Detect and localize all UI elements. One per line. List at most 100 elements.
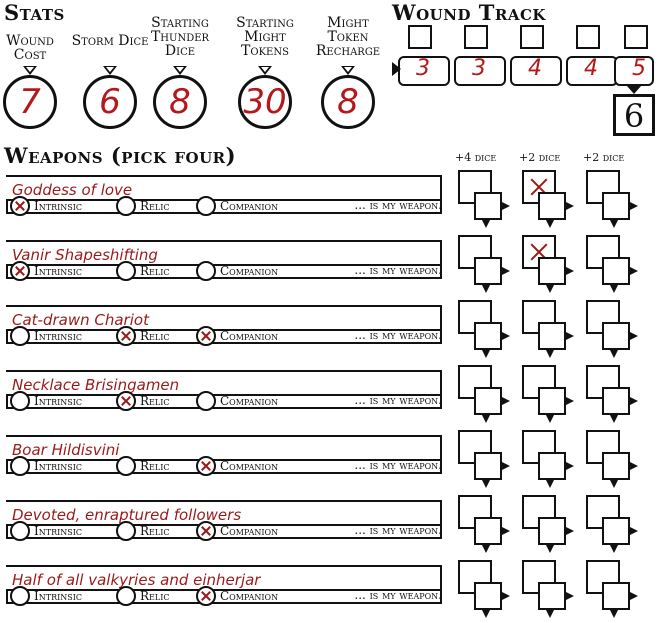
weapon-type-option[interactable]: Companion — [196, 391, 278, 411]
weapon-type-option[interactable]: Intrinsic — [10, 521, 82, 541]
weapon-type-label: Companion — [220, 459, 279, 473]
spike-icon — [546, 220, 554, 228]
wound-track-checkbox[interactable] — [464, 25, 488, 49]
weapon-type-option[interactable]: Companion — [196, 196, 278, 216]
stat-circle[interactable]: 8 — [321, 75, 375, 129]
weapon-type-option[interactable]: Intrinsic — [10, 391, 82, 411]
stat-circle[interactable]: 7 — [3, 75, 57, 129]
weapon-name-field[interactable]: Half of all valkyries and einherjar — [6, 565, 442, 603]
weapon-divider — [6, 200, 442, 214]
dice-checkbox-secondary[interactable] — [602, 517, 630, 545]
weapon-type-option[interactable]: Relic — [116, 261, 169, 281]
wound-track-checkbox[interactable] — [408, 25, 432, 49]
dice-checkbox-secondary[interactable] — [538, 257, 566, 285]
start-arrow-icon — [392, 62, 401, 76]
dice-checkbox-secondary[interactable] — [474, 257, 502, 285]
spike-icon — [610, 285, 618, 293]
weapon-type-option[interactable]: Intrinsic — [10, 261, 82, 281]
dice-checkbox-secondary[interactable] — [474, 322, 502, 350]
stat-value: 30 — [243, 82, 287, 122]
spike-icon — [630, 267, 638, 275]
spike-icon — [546, 610, 554, 618]
weapon-type-option[interactable]: Relic — [116, 586, 169, 606]
weapon-name-field[interactable]: Cat-drawn Chariot — [6, 305, 442, 343]
wound-track-value: 3 — [472, 56, 486, 81]
spike-icon — [630, 462, 638, 470]
weapon-type-option[interactable]: Intrinsic — [10, 326, 82, 346]
weapon-type-option[interactable]: Companion — [196, 521, 278, 541]
dice-checkbox-secondary[interactable] — [474, 517, 502, 545]
spike-icon — [546, 350, 554, 358]
dice-checkbox-secondary[interactable] — [602, 452, 630, 480]
wound-track-checkbox[interactable] — [576, 25, 600, 49]
dice-checkbox-secondary[interactable] — [538, 192, 566, 220]
spike-icon — [566, 267, 574, 275]
dice-checkbox-secondary[interactable] — [538, 582, 566, 610]
weapon-type-label: Companion — [220, 524, 279, 538]
weapon-type-option[interactable]: Intrinsic — [10, 456, 82, 476]
weapon-name-field[interactable]: Necklace Brisingamen — [6, 370, 442, 408]
weapon-name-field[interactable]: Devoted, enraptured followers — [6, 500, 442, 538]
empty-circle-icon — [116, 261, 136, 281]
weapon-type-label: Companion — [220, 329, 279, 343]
wound-track-step — [614, 56, 654, 86]
spike-icon — [566, 202, 574, 210]
weapon-type-option[interactable]: Companion — [196, 456, 278, 476]
wound-track-step — [510, 56, 562, 86]
dice-checkbox-secondary[interactable] — [602, 322, 630, 350]
spike-icon — [630, 592, 638, 600]
dice-checkbox-secondary[interactable] — [602, 387, 630, 415]
dice-checkbox-secondary[interactable] — [602, 257, 630, 285]
dice-checkbox-secondary[interactable] — [474, 582, 502, 610]
weapon-name-field[interactable]: Vanir Shapeshifting — [6, 240, 442, 278]
spike-icon — [566, 527, 574, 535]
weapon-type-option[interactable]: Intrinsic — [10, 196, 82, 216]
weapon-type-option[interactable]: Relic — [116, 456, 169, 476]
empty-circle-icon — [116, 586, 136, 606]
weapons-title: Weapons (pick four) — [4, 143, 237, 168]
dice-checkbox-secondary[interactable] — [602, 192, 630, 220]
dice-checkbox-secondary[interactable] — [538, 517, 566, 545]
weapon-name: Vanir Shapeshifting — [12, 246, 158, 264]
dice-checkbox-secondary[interactable] — [538, 387, 566, 415]
weapon-name: Boar Hildisvini — [12, 441, 120, 459]
pointer-triangle-icon — [103, 66, 117, 75]
weapon-type-option[interactable]: Relic — [116, 326, 169, 346]
weapon-type-option[interactable]: Relic — [116, 196, 169, 216]
weapon-type-option[interactable]: Companion — [196, 261, 278, 281]
dice-checkbox-secondary[interactable] — [538, 322, 566, 350]
spike-icon — [482, 415, 490, 423]
dice-checkbox-secondary[interactable] — [538, 452, 566, 480]
weapon-type-label: Relic — [140, 524, 170, 538]
spike-icon — [610, 545, 618, 553]
spike-icon — [630, 527, 638, 535]
wound-track-checkbox[interactable] — [624, 25, 648, 49]
empty-circle-icon — [196, 196, 216, 216]
wound-track-step — [398, 56, 450, 86]
weapon-name-field[interactable]: Boar Hildisvini — [6, 435, 442, 473]
weapon-type-option[interactable]: Companion — [196, 586, 278, 606]
weapon-type-label: Companion — [220, 394, 279, 408]
weapon-suffix: ... is my weapon. — [354, 523, 442, 537]
spike-icon — [630, 397, 638, 405]
weapon-type-option[interactable]: Intrinsic — [10, 586, 82, 606]
wound-track-checkbox[interactable] — [520, 25, 544, 49]
dice-checkbox-secondary[interactable] — [602, 582, 630, 610]
checked-circle-icon — [10, 261, 30, 281]
stat-circle[interactable]: 30 — [238, 75, 292, 129]
weapon-type-option[interactable]: Relic — [116, 391, 169, 411]
weapon-type-option[interactable]: Companion — [196, 326, 278, 346]
dice-checkbox-secondary[interactable] — [474, 387, 502, 415]
weapon-type-option[interactable]: Relic — [116, 521, 169, 541]
pointer-triangle-icon — [23, 66, 37, 75]
stat-circle[interactable]: 8 — [153, 75, 207, 129]
weapon-name-field[interactable]: Goddess of love — [6, 175, 442, 213]
stat-value: 6 — [99, 82, 121, 122]
wound-track-final-box[interactable]: 6 — [613, 94, 655, 136]
dice-checkbox-secondary[interactable] — [474, 452, 502, 480]
dice-checkbox-secondary[interactable] — [474, 192, 502, 220]
weapon-suffix: ... is my weapon. — [354, 588, 442, 602]
stat-circle[interactable]: 6 — [83, 75, 137, 129]
